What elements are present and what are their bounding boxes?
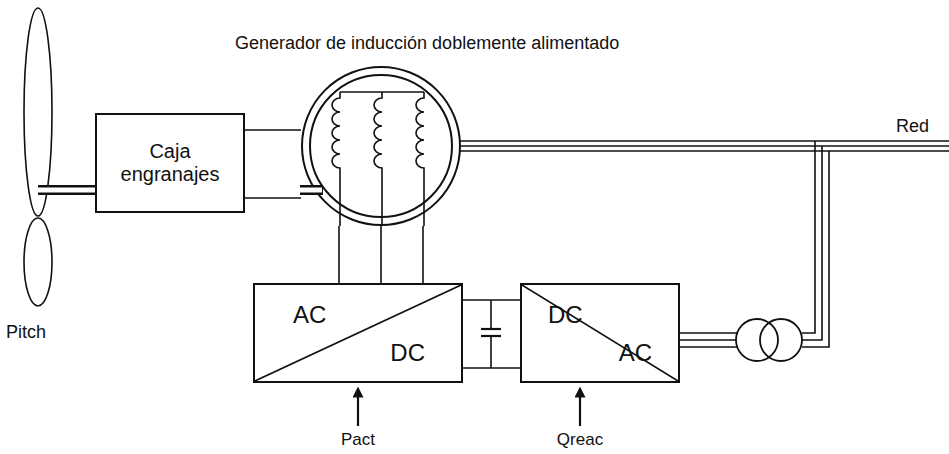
- gearbox-box: Caja engranajes: [95, 113, 245, 213]
- box-label: Caja engranajes: [110, 140, 230, 186]
- grid-label: Red: [896, 116, 929, 137]
- converter-box: DC AC: [520, 283, 680, 383]
- transformer-symbol: [736, 319, 802, 361]
- control-signal: Qreac: [557, 430, 603, 450]
- generator-symbol: Generador de inducción doblemente alimen…: [301, 66, 461, 226]
- pitch-label: Pitch: [6, 322, 46, 343]
- low-speed-shaft: [38, 190, 96, 191]
- connector: [463, 300, 520, 368]
- dc-link-capacitor: [481, 300, 501, 368]
- converter-label: DC: [390, 339, 425, 367]
- converter-diagonal: [522, 285, 678, 381]
- converter-box: AC DC: [253, 283, 463, 383]
- converter-label: AC: [619, 339, 652, 367]
- converter-output-line: [680, 333, 738, 347]
- rotor-blade: [24, 218, 52, 306]
- control-arrow: [357, 392, 359, 426]
- converter-diagonal: [255, 285, 461, 381]
- rotor-blade: [24, 8, 52, 216]
- connector: [245, 130, 301, 198]
- control-signal: Pact: [341, 430, 375, 450]
- generator-title: Generador de inducción doblemente alimen…: [235, 33, 619, 54]
- converter-label: DC: [548, 301, 583, 329]
- connector: [339, 226, 423, 283]
- generator-outline: [301, 66, 461, 226]
- converter-label: AC: [293, 301, 326, 329]
- control-arrow: [579, 392, 581, 426]
